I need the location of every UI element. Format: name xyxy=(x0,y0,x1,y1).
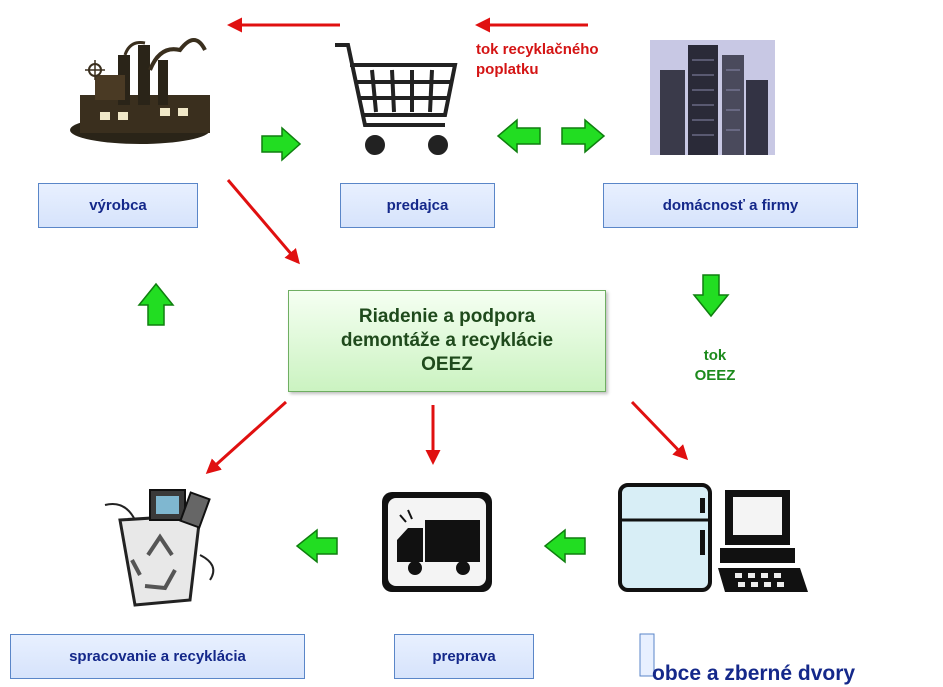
fee-flow-label-line-2: poplatku xyxy=(476,61,539,78)
factory-icon xyxy=(70,38,210,144)
fee-flow-label-line-1: tok recyklačného xyxy=(476,41,599,58)
weee-flow-label-line-2: OEEZ xyxy=(694,367,736,384)
green-arrow-right-1 xyxy=(261,126,302,162)
truck-icon xyxy=(382,492,492,592)
center-line-1: Riadenie a podpora xyxy=(358,306,536,327)
node-transport-label: preprava xyxy=(432,648,496,665)
office-buildings-icon xyxy=(650,40,775,155)
node-recycling: spracovanie a recyklácia xyxy=(10,634,305,679)
node-households-label: domácnosť a firmy xyxy=(662,197,799,214)
green-arrow-left-1 xyxy=(496,118,541,154)
node-producer: výrobca xyxy=(38,183,198,228)
node-households: domácnosť a firmy xyxy=(603,183,858,228)
green-arrow-right-2 xyxy=(561,118,606,154)
green-arrow-left-3 xyxy=(295,528,338,564)
node-transport: preprava xyxy=(394,634,534,679)
node-producer-label: výrobca xyxy=(89,197,147,214)
green-arrow-up xyxy=(137,282,175,326)
weee-flow-label: tok OEEZ xyxy=(690,346,740,386)
fridge-computer-icon xyxy=(618,483,808,592)
shopping-cart-icon xyxy=(335,43,458,155)
collection-box-fragment xyxy=(639,633,655,677)
arrow-producer-to-center xyxy=(226,179,300,265)
node-recycling-label: spracovanie a recyklácia xyxy=(69,648,246,665)
green-arrow-left-2 xyxy=(543,528,586,564)
green-arrow-down xyxy=(692,274,730,318)
recycle-bin-icon xyxy=(104,489,215,607)
center-line-2: demontáže a recyklácie xyxy=(340,330,554,351)
node-retailer-label: predajca xyxy=(386,197,449,214)
center-line-3: OEEZ xyxy=(421,354,473,375)
weee-flow-label-line-1: tok xyxy=(703,347,727,364)
center-management-box: Riadenie a podpora demontáže a recykláci… xyxy=(288,290,606,392)
node-collection-label: obce a zberné dvory xyxy=(652,662,856,685)
arrow-center-to-collection xyxy=(630,400,689,461)
arrow-center-to-recycling xyxy=(205,400,288,475)
fee-flow-label: tok recyklačného poplatku xyxy=(476,40,599,80)
node-retailer: predajca xyxy=(340,183,495,228)
